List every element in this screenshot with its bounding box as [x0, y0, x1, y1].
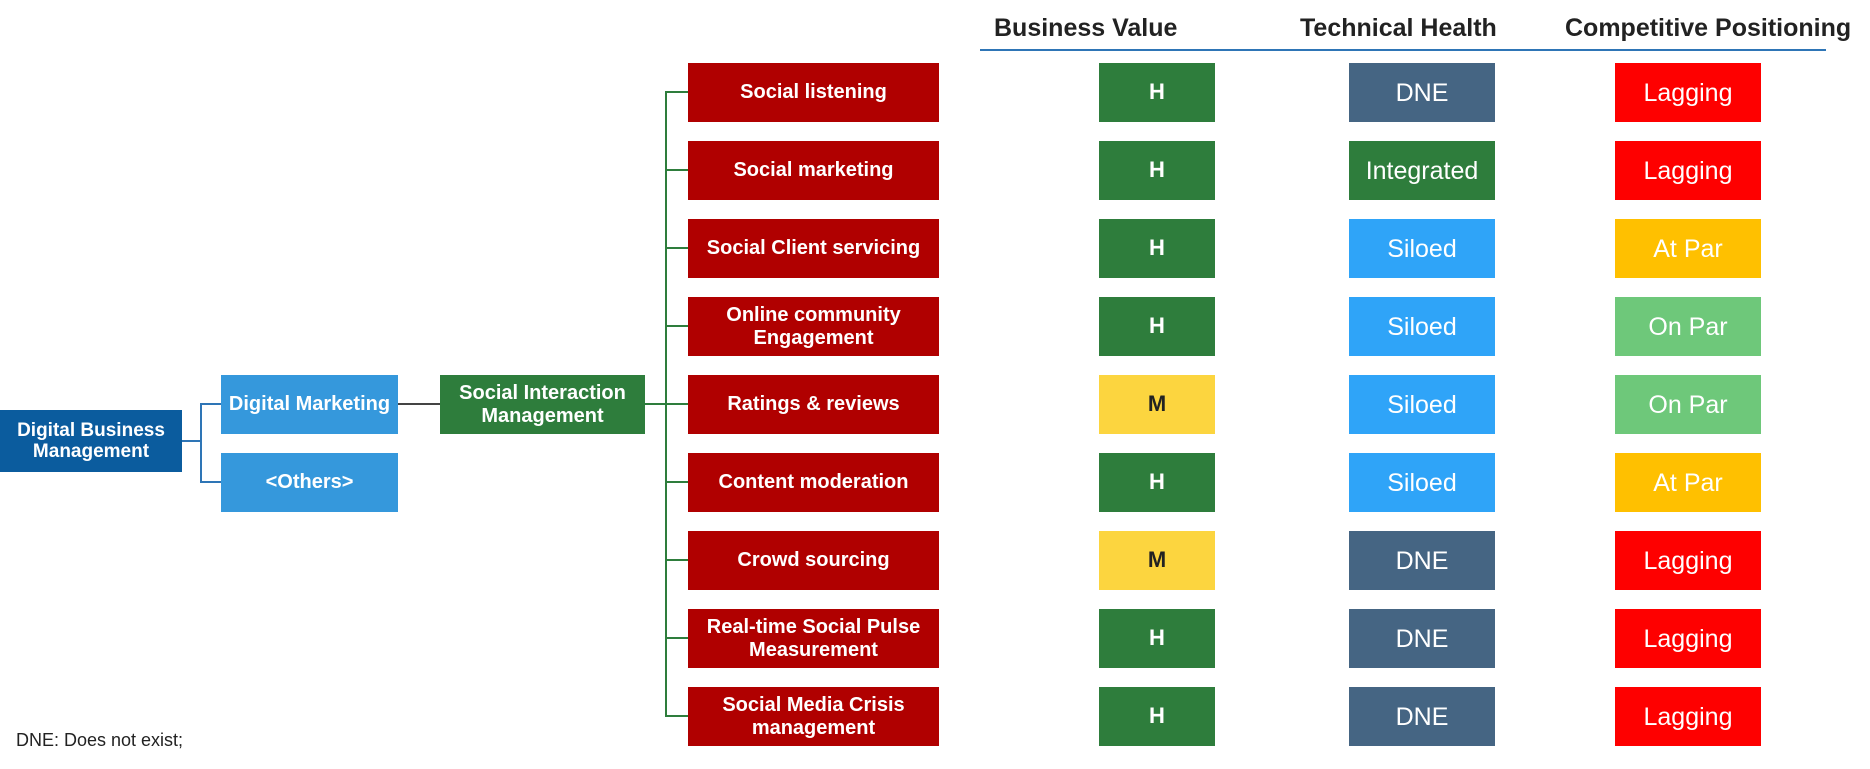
capability-box: Content moderation — [688, 453, 939, 512]
business-value-cell: H — [1099, 687, 1215, 746]
technical-health-cell: Siloed — [1349, 297, 1495, 356]
node-social-interaction-management: Social Interaction Management — [440, 375, 645, 434]
competitive-positioning-cell: At Par — [1615, 219, 1761, 278]
competitive-positioning-cell: Lagging — [1615, 687, 1761, 746]
capability-box: Social Client servicing — [688, 219, 939, 278]
competitive-positioning-cell: Lagging — [1615, 141, 1761, 200]
connector-leaf-tick — [665, 247, 688, 249]
connector-leaf-tick — [665, 325, 688, 327]
header-business-value: Business Value — [994, 14, 1178, 42]
technical-health-cell: DNE — [1349, 687, 1495, 746]
header-competitive-positioning: Competitive Positioning — [1565, 14, 1852, 42]
connector-leaf-tick — [665, 715, 688, 717]
node-others: <Others> — [221, 453, 398, 512]
business-value-cell: H — [1099, 297, 1215, 356]
competitive-positioning-cell: At Par — [1615, 453, 1761, 512]
connector-leaf-tick — [665, 559, 688, 561]
header-underline — [980, 49, 1826, 51]
connector-leaf-tick — [665, 169, 688, 171]
technical-health-cell: Siloed — [1349, 453, 1495, 512]
connector-leaf-tick — [665, 481, 688, 483]
connector-to-others — [200, 481, 221, 483]
capability-box: Social marketing — [688, 141, 939, 200]
node-digital-marketing: Digital Marketing — [221, 375, 398, 434]
connector-root-vertical — [200, 403, 202, 482]
technical-health-cell: DNE — [1349, 531, 1495, 590]
business-value-cell: M — [1099, 531, 1215, 590]
capability-box: Ratings & reviews — [688, 375, 939, 434]
node-digital-business-management: Digital Business Management — [0, 410, 182, 472]
capability-box: Crowd sourcing — [688, 531, 939, 590]
business-value-cell: H — [1099, 453, 1215, 512]
competitive-positioning-cell: On Par — [1615, 375, 1761, 434]
competitive-positioning-cell: Lagging — [1615, 63, 1761, 122]
technical-health-cell: Integrated — [1349, 141, 1495, 200]
connector-leaf-tick — [665, 91, 688, 93]
business-value-cell: H — [1099, 63, 1215, 122]
capability-box: Online community Engagement — [688, 297, 939, 356]
connector-to-digital-marketing — [200, 403, 221, 405]
technical-health-cell: DNE — [1349, 609, 1495, 668]
connector-root-stub — [182, 440, 201, 442]
technical-health-cell: Siloed — [1349, 219, 1495, 278]
connector-leaf-tick — [665, 403, 688, 405]
header-technical-health: Technical Health — [1300, 14, 1497, 42]
connector-leaf-tick — [665, 637, 688, 639]
technical-health-cell: DNE — [1349, 63, 1495, 122]
competitive-positioning-cell: Lagging — [1615, 609, 1761, 668]
capability-box: Social listening — [688, 63, 939, 122]
business-value-cell: H — [1099, 219, 1215, 278]
technical-health-cell: Siloed — [1349, 375, 1495, 434]
capability-box: Real-time Social Pulse Measurement — [688, 609, 939, 668]
competitive-positioning-cell: Lagging — [1615, 531, 1761, 590]
connector-sim-stub — [645, 403, 666, 405]
capability-box: Social Media Crisis management — [688, 687, 939, 746]
business-value-cell: H — [1099, 141, 1215, 200]
business-value-cell: M — [1099, 375, 1215, 434]
competitive-positioning-cell: On Par — [1615, 297, 1761, 356]
footnote: DNE: Does not exist; — [16, 730, 184, 750]
connector-dm-to-sim — [398, 403, 440, 405]
business-value-cell: H — [1099, 609, 1215, 668]
